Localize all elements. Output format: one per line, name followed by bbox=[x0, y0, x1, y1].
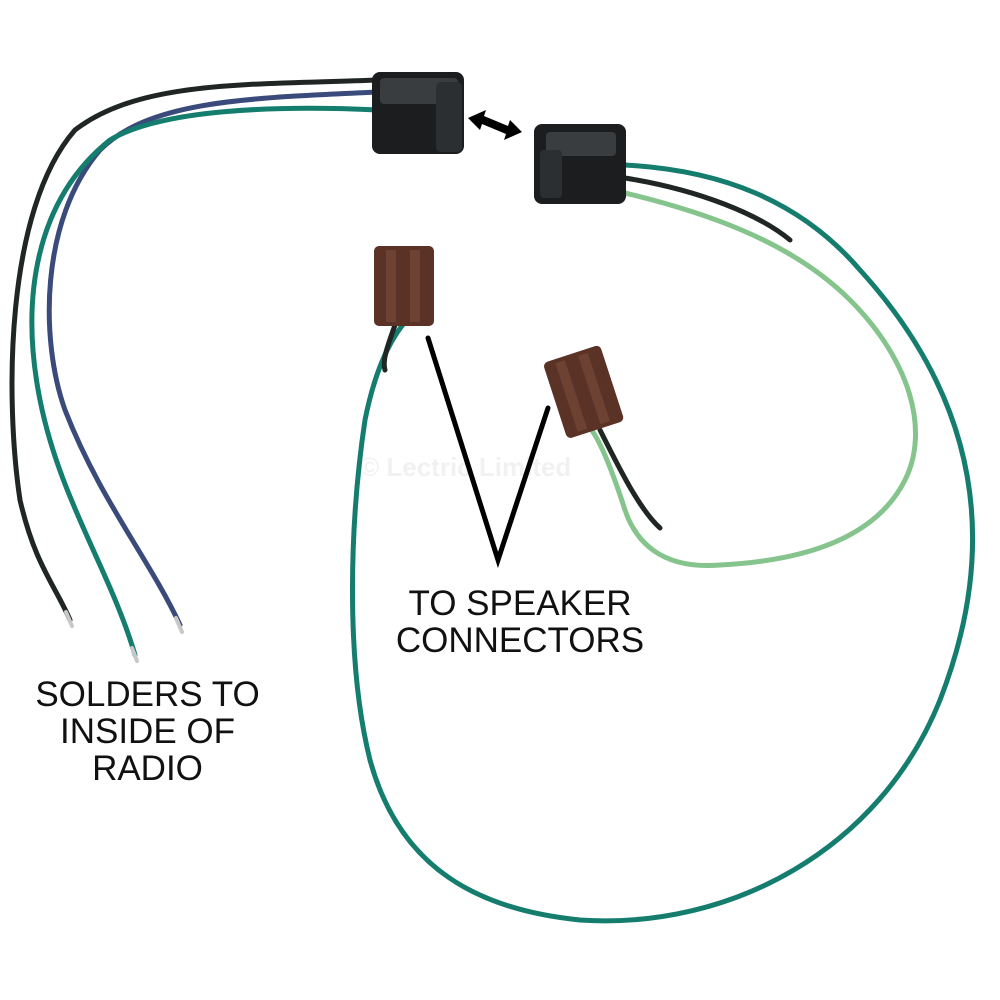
double-arrow-icon bbox=[468, 110, 522, 140]
wire-tip bbox=[64, 610, 184, 663]
speaker-label-line-1: TO SPEAKER bbox=[408, 584, 632, 623]
light-green-wire bbox=[587, 187, 918, 569]
black-connector-female bbox=[534, 124, 626, 204]
teal-wire-left bbox=[29, 105, 381, 658]
left-pigtail-wires bbox=[9, 77, 381, 663]
brown-connector-left bbox=[374, 246, 434, 326]
speaker-label-line-2: CONNECTORS bbox=[395, 621, 645, 660]
teal-wire-long bbox=[350, 162, 976, 924]
brown-connector-right bbox=[544, 345, 624, 438]
watermark-text: © Lectric Limited bbox=[360, 452, 572, 482]
black-wire-left bbox=[9, 77, 381, 623]
pointer-lines-icon bbox=[425, 335, 551, 569]
solders-label-line-3: RADIO bbox=[92, 749, 203, 788]
blue-wire-left bbox=[46, 89, 381, 628]
solders-label-line-2: INSIDE OF bbox=[59, 712, 236, 751]
solders-label: SOLDERS TO INSIDE OF RADIO bbox=[20, 676, 275, 787]
speaker-connectors-label: TO SPEAKER CONNECTORS bbox=[380, 585, 660, 659]
black-wire-short bbox=[381, 175, 793, 531]
black-connector-male bbox=[372, 72, 464, 154]
solders-label-line-1: SOLDERS TO bbox=[35, 675, 260, 714]
right-harness-wires bbox=[350, 162, 976, 924]
